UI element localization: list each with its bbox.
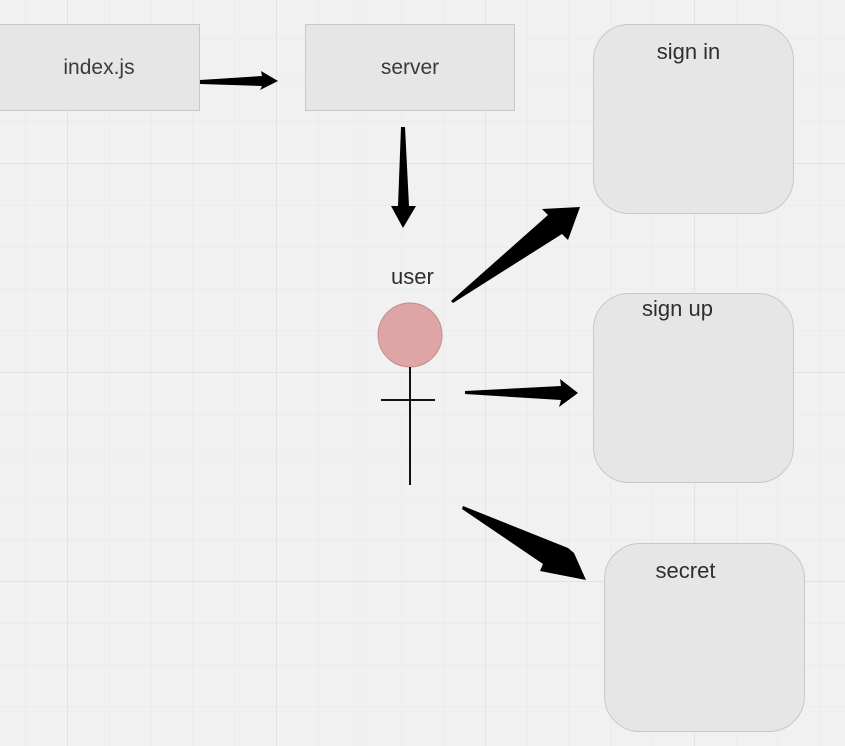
sign-up-box[interactable]: sign up [593,293,794,483]
secret-box[interactable]: secret [604,543,805,732]
arrow-user-to-sign-in[interactable] [451,207,580,303]
user-actor-head [377,302,443,368]
server-box[interactable]: server [305,24,515,111]
arrow-user-to-sign-up[interactable] [465,379,578,407]
server-label: server [380,55,440,79]
index-js-box[interactable]: index.js [0,24,200,111]
sign-in-label: sign in [656,39,721,64]
sign-up-label: sign up [642,296,713,321]
arrow-server-to-user[interactable] [391,127,416,228]
arrow-user-to-secret[interactable] [462,506,586,580]
sign-in-box[interactable]: sign in [593,24,794,214]
secret-label: secret [655,558,716,583]
user-actor[interactable] [377,302,443,485]
arrow-index-to-server[interactable] [200,71,278,90]
user-label: user [391,264,434,289]
index-js-label: index.js [63,55,135,79]
